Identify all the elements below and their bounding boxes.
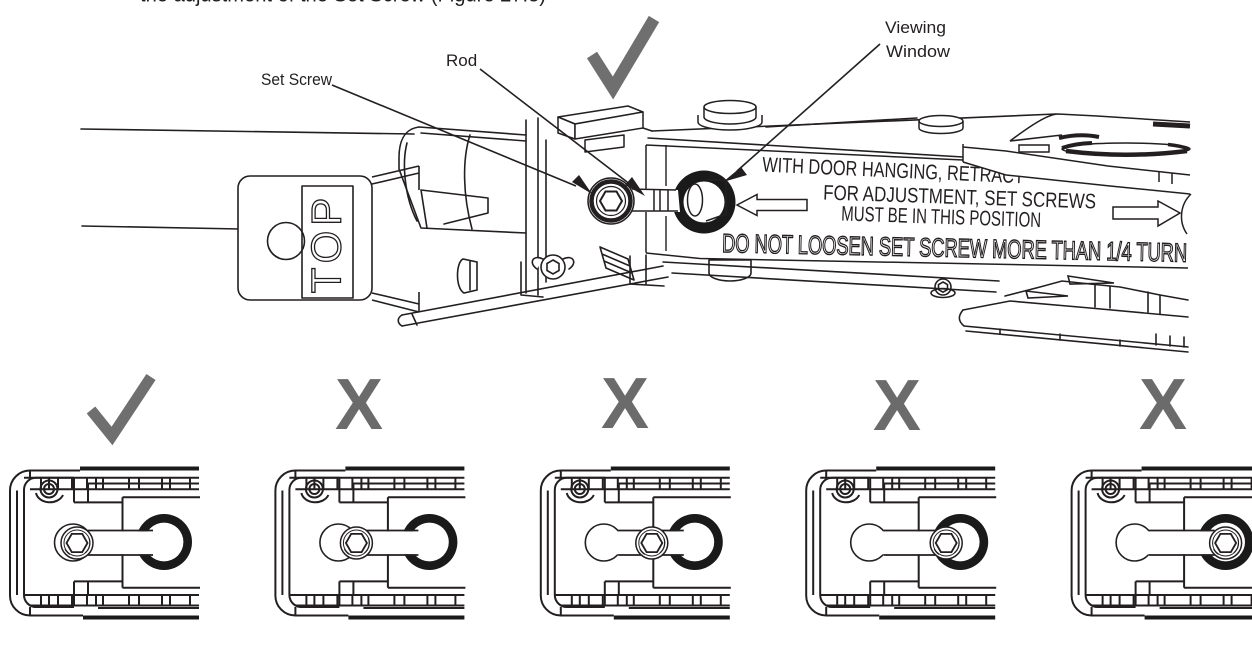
- svg-text:X: X: [873, 366, 921, 446]
- svg-text:TOP: TOP: [303, 193, 350, 294]
- svg-text:Rod: Rod: [446, 51, 477, 70]
- svg-text:Set Screw: Set Screw: [261, 70, 333, 89]
- svg-text:X: X: [601, 364, 649, 444]
- svg-text:X: X: [1139, 365, 1187, 445]
- svg-text:the adjustment of the Set Scre: the adjustment of the Set Screw (Figure …: [140, 0, 546, 7]
- svg-text:Viewing: Viewing: [885, 18, 946, 37]
- svg-text:X: X: [335, 365, 383, 445]
- svg-text:Window: Window: [886, 42, 951, 61]
